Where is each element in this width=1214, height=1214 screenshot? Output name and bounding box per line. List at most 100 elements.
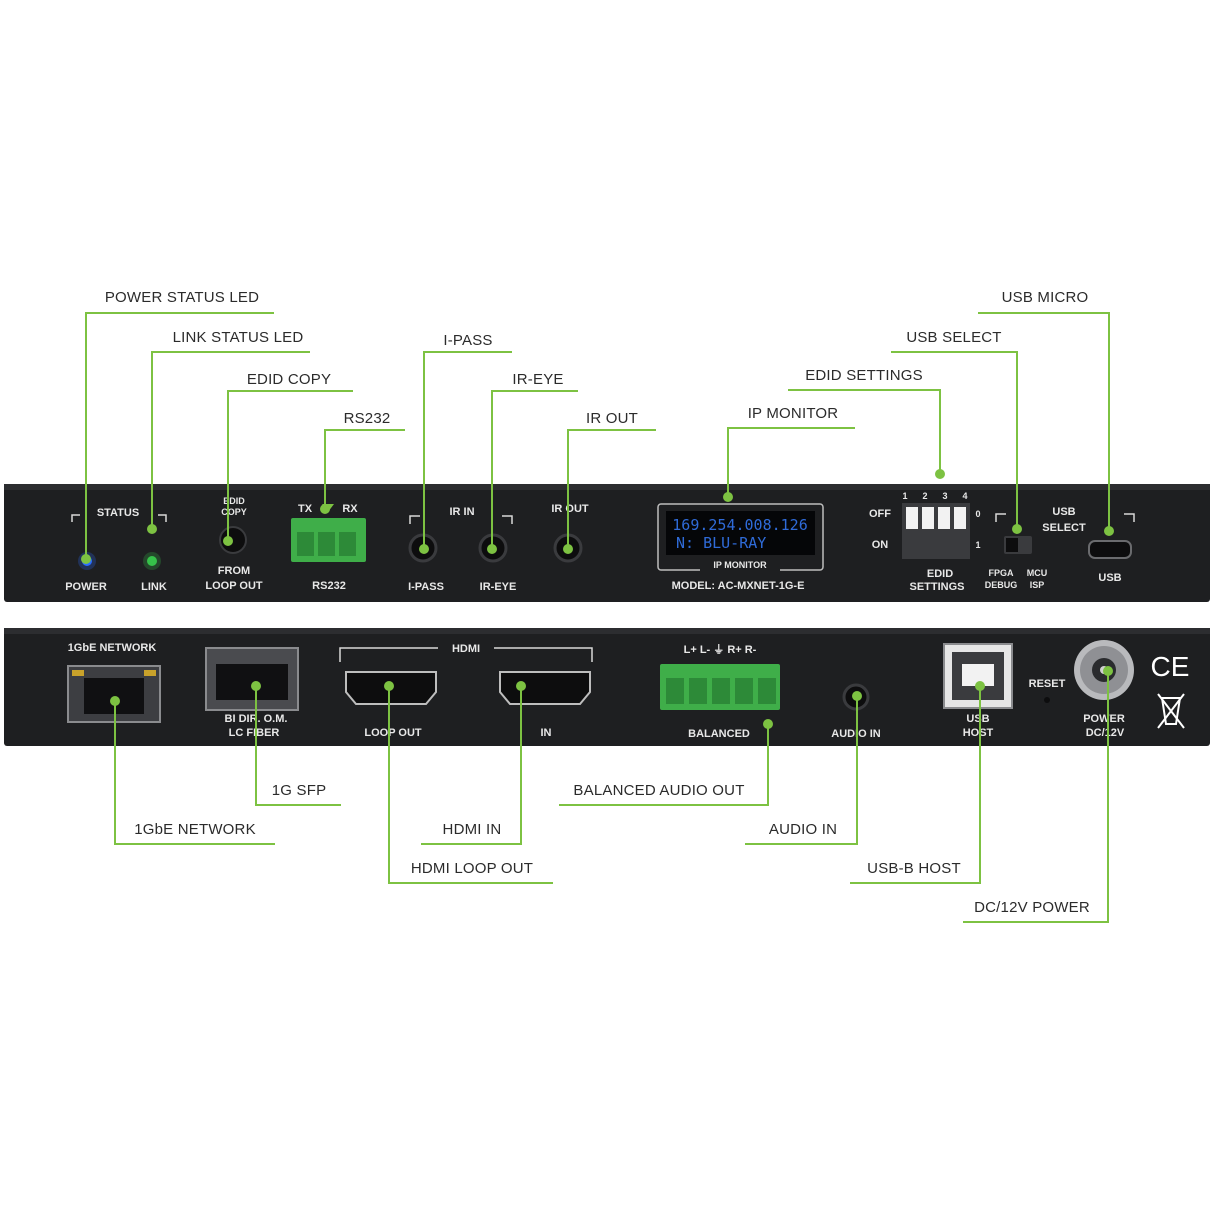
- edid-copy-label-mid: COPY: [221, 507, 247, 517]
- weee-bin-icon: [1157, 693, 1185, 729]
- usb-select-label-bottom: SELECT: [1042, 522, 1086, 534]
- link-label: LINK: [141, 581, 167, 593]
- callout-hdmi-in: HDMI IN: [443, 821, 502, 838]
- callout-i-pass: I-PASS: [443, 332, 492, 349]
- hdmi-in-port[interactable]: [499, 671, 591, 705]
- leader-ip-monitor: [727, 427, 855, 497]
- front-panel: STATUS POWER LINK EDID COPY FROM LOOP OU…: [4, 484, 1210, 602]
- leader-ir-eye: [491, 390, 578, 549]
- ir-in-label: IR IN: [449, 506, 474, 518]
- leader-1gbe-network: [114, 701, 275, 845]
- model-label: MODEL: AC-MXNET-1G-E: [672, 580, 805, 592]
- network-label: 1GbE NETWORK: [68, 642, 157, 654]
- hdmi-bracket: [339, 647, 593, 662]
- dip-zero-label: 0: [975, 509, 980, 519]
- hdmi-loop-out-label: LOOP OUT: [364, 727, 422, 739]
- callout-edid-copy: EDID COPY: [247, 371, 331, 388]
- callout-link-status-led: LINK STATUS LED: [173, 329, 304, 346]
- status-bracket: [71, 514, 167, 522]
- oled-source-name: N: BLU-RAY: [676, 534, 766, 552]
- callouts: POWER STATUS LED LINK STATUS LED EDID CO…: [81, 289, 1114, 923]
- callout-edid-settings: EDID SETTINGS: [805, 367, 923, 384]
- callout-audio-in: AUDIO IN: [769, 821, 837, 838]
- usb-host-label-bottom: HOST: [963, 727, 994, 739]
- dip-one-label: 1: [975, 540, 980, 550]
- leader-hdmi-in: [421, 686, 522, 845]
- ir-eye-label: IR-EYE: [480, 581, 517, 593]
- power-label: POWER: [65, 581, 107, 593]
- reset-pinhole[interactable]: [1044, 697, 1050, 703]
- leader-dc-12v-power: [963, 671, 1109, 923]
- leader-power-status-led: [85, 312, 274, 559]
- edid-copy-button[interactable]: [219, 526, 247, 554]
- edid-settings-label-bottom: SETTINGS: [909, 581, 964, 593]
- usb-micro-port[interactable]: [1088, 540, 1132, 559]
- status-label: STATUS: [97, 507, 139, 519]
- callout-usb-micro: USB MICRO: [1002, 289, 1089, 306]
- rx-label: RX: [342, 503, 358, 515]
- power-jack-label-top: POWER: [1083, 713, 1125, 725]
- from-label: FROM: [218, 565, 250, 577]
- ip-monitor-label: IP MONITOR: [713, 560, 767, 570]
- leader-rs232: [324, 429, 405, 509]
- usb-b-port[interactable]: [943, 643, 1013, 709]
- leader-audio-in: [745, 696, 858, 845]
- tx-label: TX: [298, 503, 313, 515]
- callout-1gbe-network: 1GbE NETWORK: [134, 821, 256, 838]
- edid-dip-switch[interactable]: [902, 503, 970, 559]
- sfp-cage[interactable]: [205, 647, 299, 711]
- balanced-label: BALANCED: [688, 728, 750, 740]
- callout-power-status-led: POWER STATUS LED: [105, 289, 259, 306]
- callout-dc-12v-power: DC/12V POWER: [974, 899, 1090, 916]
- callout-ir-out: IR OUT: [586, 410, 638, 427]
- rs232-label: RS232: [312, 580, 346, 592]
- ip-monitor-display: [666, 511, 815, 555]
- leader-usb-b-host: [850, 686, 981, 884]
- ir-in-bracket: [409, 515, 513, 524]
- link-led-icon: [147, 556, 157, 566]
- leader-ir-out: [567, 429, 656, 549]
- callout-usb-b-host: USB-B HOST: [867, 860, 961, 877]
- leader-1g-sfp: [255, 686, 341, 806]
- leader-usb-select: [891, 351, 1018, 529]
- oled-ip-address: 169.254.008.126: [672, 516, 807, 534]
- usb-select-label-top: USB: [1052, 506, 1075, 518]
- usb-select-bracket: [995, 513, 1135, 522]
- edid-settings-label-top: EDID: [927, 568, 953, 580]
- hdmi-in-label: IN: [541, 727, 552, 739]
- hdmi-label: HDMI: [452, 643, 480, 655]
- debug-label: DEBUG: [985, 580, 1018, 590]
- rear-panel: 1GbE NETWORK BI DIR. O.M. LC FIBER HDMI …: [4, 628, 1210, 746]
- leader-link-status-led: [151, 351, 310, 529]
- edid-copy-label-top: EDID: [223, 496, 245, 506]
- ce-mark-icon: CE: [1151, 651, 1190, 682]
- usb-port-label: USB: [1098, 572, 1121, 584]
- usb-host-label-top: USB: [966, 713, 989, 725]
- reset-label: RESET: [1029, 678, 1066, 690]
- i-pass-label: I-PASS: [408, 581, 444, 593]
- dip-off-label: OFF: [869, 508, 891, 520]
- power-jack-label-bottom: DC/12V: [1086, 727, 1125, 739]
- callout-ir-eye: IR-EYE: [512, 371, 563, 388]
- dip-on-label: ON: [872, 539, 889, 551]
- callout-balanced-audio-out: BALANCED AUDIO OUT: [573, 782, 744, 799]
- leader-hdmi-loop-out: [388, 686, 553, 884]
- rs232-terminal[interactable]: [291, 518, 366, 562]
- callout-usb-select: USB SELECT: [906, 329, 1001, 346]
- usb-select-switch[interactable]: [1004, 536, 1032, 554]
- callout-ip-monitor: IP MONITOR: [748, 405, 839, 422]
- leader-usb-micro: [978, 312, 1110, 531]
- balanced-audio-terminal[interactable]: [660, 664, 780, 710]
- audio-pin-labels: L+ L- ⏚ R+ R-: [684, 643, 757, 656]
- leader-i-pass: [423, 351, 512, 549]
- dip-number-4: 4: [962, 491, 967, 501]
- ir-out-label: IR OUT: [551, 503, 589, 515]
- callout-1g-sfp: 1G SFP: [272, 782, 327, 799]
- callout-hdmi-loop-out: HDMI LOOP OUT: [411, 860, 533, 877]
- mcu-label: MCU: [1027, 568, 1048, 578]
- fpga-label: FPGA: [988, 568, 1014, 578]
- leader-edid-copy: [227, 390, 353, 541]
- loop-out-label: LOOP OUT: [205, 580, 263, 592]
- dip-number-2: 2: [922, 491, 927, 501]
